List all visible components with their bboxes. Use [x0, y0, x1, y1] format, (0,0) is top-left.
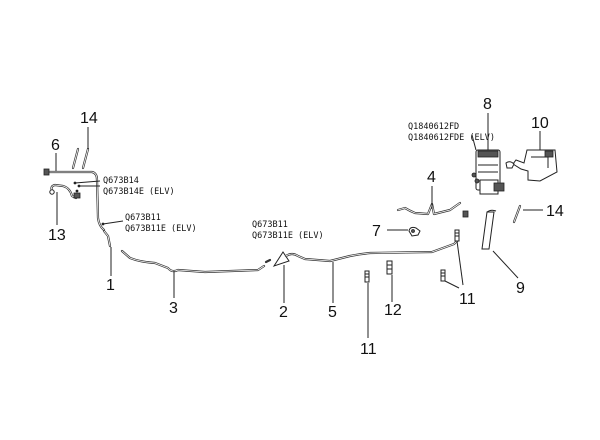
part-7-clip — [408, 226, 421, 237]
callout-14-right: 14 — [546, 203, 564, 220]
leader-lines — [55, 113, 543, 338]
callout-6: 6 — [51, 137, 60, 154]
callout-11-bottom: 11 — [360, 341, 377, 358]
callout-7: 7 — [372, 223, 381, 240]
part-13-hose — [49, 183, 81, 200]
code-q1840612fde: Q1840612FDE (ELV) — [408, 133, 495, 143]
part-4-pipe — [396, 201, 469, 218]
callout-14-left: 14 — [80, 110, 98, 127]
code-q673b14e: Q673B14E (ELV) — [103, 187, 175, 197]
part-14-right-pipe — [512, 204, 522, 224]
callout-2: 2 — [279, 304, 288, 321]
code-q673b11-mid: Q673B11 — [252, 220, 288, 230]
part-12-clip — [386, 260, 393, 275]
callout-8: 8 — [483, 96, 492, 113]
part-3-fuel-line — [120, 249, 266, 274]
code-q673b11e-left: Q673B11E (ELV) — [125, 224, 197, 234]
part-9-hose — [481, 209, 497, 250]
part-10-bracket — [505, 149, 558, 182]
callout-3: 3 — [169, 300, 178, 317]
callout-13: 13 — [48, 227, 66, 244]
clip-dots-left — [73, 181, 105, 226]
part-1-connector — [102, 229, 112, 248]
callout-12: 12 — [384, 302, 402, 319]
part-14-left-pipes — [71, 147, 90, 170]
part-11-clips — [364, 229, 460, 283]
callout-11-right: 11 — [459, 291, 476, 308]
callout-4: 4 — [427, 169, 436, 186]
part-8-canister — [471, 149, 505, 195]
callout-5: 5 — [328, 304, 337, 321]
code-q673b11-left: Q673B11 — [125, 213, 161, 223]
part-6-pipe — [43, 168, 106, 232]
part-5-fuel-line — [284, 238, 460, 263]
callout-1: 1 — [106, 277, 115, 294]
code-q673b14: Q673B14 — [103, 176, 139, 186]
code-q673b11e-mid: Q673B11E (ELV) — [252, 231, 324, 241]
callout-9: 9 — [516, 280, 525, 297]
code-q1840612fd: Q1840612FD — [408, 122, 459, 132]
callout-10: 10 — [531, 115, 549, 132]
part-2-bracket — [264, 251, 290, 267]
